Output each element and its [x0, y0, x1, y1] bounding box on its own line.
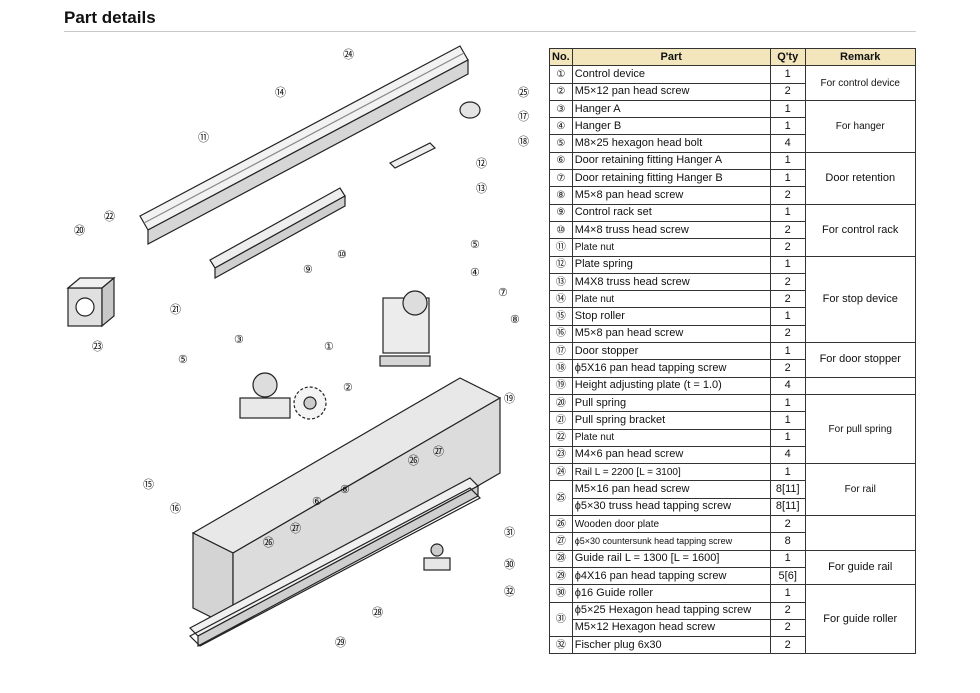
callout-14: ⑭	[275, 86, 286, 99]
callout-16: ⑯	[170, 502, 181, 515]
callout-4: ④	[470, 267, 480, 279]
table-row: ⑳ Pull spring 1 For pull spring	[549, 393, 916, 465]
callout-28: ㉘	[372, 606, 383, 619]
callout-13: ⑬	[476, 182, 487, 195]
callout-2: ②	[343, 382, 353, 394]
door-stopper-shape	[459, 101, 481, 119]
table-row: M5×12 Hexagon head screw 2	[550, 618, 916, 638]
callout-26: ㉖	[263, 536, 274, 549]
table-row: ⑲ Height adjusting plate (t = 1.0) 4	[549, 376, 916, 395]
callout-3: ③	[234, 334, 244, 346]
callout-23: ㉓	[92, 340, 103, 353]
callout-32: ㉜	[504, 585, 515, 598]
remark-cell: For control rack	[804, 203, 916, 257]
table-row: ③ Hanger A 1 For hanger	[549, 99, 916, 153]
callout-9: ⑨	[303, 264, 313, 276]
callout-27b: ㉗	[433, 445, 444, 458]
table-header-row: No. Part Q'ty Remark	[549, 47, 916, 67]
callout-18: ⑱	[518, 135, 529, 148]
table-row: ⑫ Plate spring 1 For stop device	[549, 255, 916, 344]
table-row: ㉚ ϕ16 Guide roller 1 For guide roller	[549, 584, 916, 655]
remark-cell: For pull spring	[804, 393, 916, 465]
table-row: ① Control device 1 For control device	[549, 65, 916, 101]
callout-10: ⑩	[337, 249, 347, 261]
callout-8: ⑧	[340, 484, 350, 496]
remark-cell: For control device	[804, 65, 916, 101]
remark-cell: For stop device	[804, 255, 916, 344]
callout-19: ⑲	[504, 392, 515, 405]
table-row: ⑨ Control rack set 1 For control rack	[549, 203, 916, 257]
exploded-parts-diagram: ㉔ ⑭ ㉕ ⑰ ⑱ ⑪ ⑫ ⑬ ㉒ ⑳ ⑩ ⑨ ⑤ ④ ⑦ ⑧ ㉑ ③ ① ⑤ …	[66, 45, 529, 649]
callout-15: ⑮	[143, 478, 154, 491]
callout-17: ⑰	[518, 110, 529, 123]
header-no: No.	[549, 47, 573, 67]
table-row: ㉔ Rail L = 2200 [L = 3100] 1 For rail	[549, 463, 916, 517]
callout-8b: ⑧	[510, 314, 520, 326]
callout-27: ㉗	[290, 522, 301, 535]
table-row: ⑩ M4×8 truss head screw 2	[549, 220, 916, 240]
bottom-rail-shape	[189, 487, 481, 647]
hanger-a-shape	[239, 397, 291, 419]
header-part: Part	[571, 47, 771, 67]
table-row: ㉑ Pull spring bracket 1	[549, 411, 916, 430]
table-row: ㉘ Guide rail L = 1300 [L = 1600] 1 For g…	[549, 549, 916, 586]
table-row: ㉜ Fischer plug 6x30 2	[549, 636, 916, 655]
callout-22: ㉒	[104, 210, 115, 223]
table-row: ㉒ Plate nut 1	[549, 428, 916, 447]
callout-11: ⑪	[198, 131, 209, 144]
table-row: ⑪ Plate nut 2	[549, 238, 916, 257]
callout-7: ⑦	[498, 287, 508, 299]
parts-table: No. Part Q'ty Remark ① Control device 1 …	[549, 47, 916, 655]
callout-31: ㉛	[504, 526, 515, 539]
callout-1: ①	[324, 341, 334, 353]
callout-21: ㉑	[170, 303, 181, 316]
callout-30: ㉚	[504, 558, 515, 571]
plate-spring-shape	[388, 142, 437, 169]
table-row: ㉕ M5×16 pan head screw 8[11]	[549, 480, 916, 517]
callout-26b: ㉖	[408, 454, 419, 467]
header-qty: Q'ty	[769, 47, 806, 67]
callout-20: ⑳	[74, 224, 85, 237]
remark-cell: For rail	[804, 463, 916, 517]
guide-roller-shape	[423, 557, 451, 571]
table-row: ⑭ Plate nut 2	[549, 290, 916, 309]
table-row: ⑮ Stop roller 1	[549, 307, 916, 326]
callout-6: ⑥	[312, 496, 322, 508]
remark-cell: For guide roller	[804, 584, 916, 655]
callout-25: ㉕	[518, 86, 529, 99]
table-row: ⑦ Door retaining fitting Hanger B 1	[549, 169, 916, 188]
callout-5b: ⑤	[470, 239, 480, 251]
table-row: ⑥ Door retaining fitting Hanger A 1 Door…	[549, 151, 916, 205]
title-divider	[64, 31, 916, 32]
remark-cell-empty	[804, 376, 916, 395]
header-remark: Remark	[804, 47, 916, 67]
table-row: ⑰ Door stopper 1 For door stopper	[549, 342, 916, 378]
remark-cell: Door retention	[804, 151, 916, 205]
callout-12: ⑫	[476, 157, 487, 170]
callout-5: ⑤	[178, 354, 188, 366]
callout-24: ㉔	[343, 48, 354, 61]
page-title: Part details	[64, 8, 156, 27]
remark-cell: For door stopper	[804, 342, 916, 378]
remark-cell-empty	[804, 515, 916, 551]
remark-cell: For hanger	[804, 99, 916, 153]
remark-cell: For guide rail	[804, 549, 916, 586]
table-row: ㉖ Wooden door plate 2	[549, 515, 916, 551]
callout-29: ㉙	[335, 636, 346, 649]
